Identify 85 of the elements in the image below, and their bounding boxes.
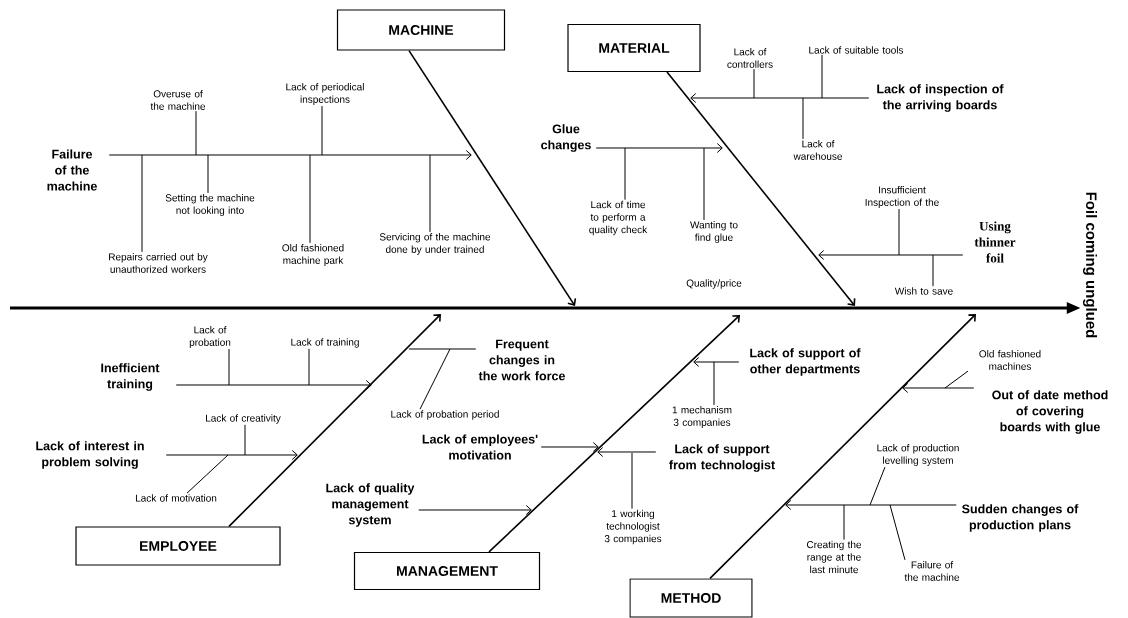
branch-line <box>309 154 311 244</box>
cause-arrow <box>902 383 975 393</box>
cause-arrow <box>595 143 723 153</box>
branch-line <box>419 348 451 410</box>
branch-line <box>802 97 804 140</box>
branch-line <box>889 504 906 561</box>
cause-label: Lack of inspection of the arriving boards <box>877 84 1004 112</box>
cause-label: Out of date method of covering boards with glue <box>992 390 1108 434</box>
branch-line <box>429 154 431 233</box>
cause-label: Lack of support of other departments <box>750 348 861 376</box>
sub-cause-label: Lack of periodical inspections <box>286 83 364 105</box>
cause-label: Frequent changes in the work force <box>478 339 565 381</box>
branch-line <box>244 424 246 456</box>
sub-cause-label: Wish to save <box>894 287 953 295</box>
cause-label: Lack of interest in problem solving <box>36 441 144 469</box>
cause-arrow <box>165 450 298 460</box>
sub-cause-label: Overuse of the machine <box>150 90 206 110</box>
cause-arrow <box>597 447 657 457</box>
bone-arrow <box>709 314 976 580</box>
sub-cause-label: Failure of the machine <box>904 561 960 581</box>
branch-line <box>186 454 229 494</box>
category-box: MATERIAL <box>567 23 701 73</box>
sub-cause-label: Old fashioned machines <box>979 350 1041 370</box>
sub-cause-label: Lack of probation period <box>391 410 499 420</box>
bone-arrow <box>488 315 740 553</box>
category-box: EMPLOYEE <box>75 526 281 566</box>
branch-line <box>624 147 626 201</box>
effect-label: Foil coming unglued <box>1082 192 1097 338</box>
branch-line <box>843 504 845 541</box>
sub-cause-label: Wanting to find glue <box>690 221 738 243</box>
branch-line <box>321 105 323 156</box>
sub-cause-label: 1 working technologist 3 companies <box>604 509 662 545</box>
sub-cause-label: Lack of production levelling system <box>877 444 959 466</box>
cause-label: Lack of support from technologist <box>669 444 775 472</box>
bone-arrow <box>408 49 577 306</box>
branch-line <box>713 361 715 406</box>
branch-line <box>869 466 886 506</box>
branch-line <box>631 452 633 510</box>
cause-arrow <box>108 150 472 160</box>
branch-line <box>228 348 230 386</box>
branch-line <box>944 370 969 389</box>
sub-cause-label: Old fashioned machine park <box>282 244 344 266</box>
cause-label: Inefficient training <box>101 363 160 391</box>
cause-label: Using thinner foil <box>974 221 1016 263</box>
bone-arrow <box>228 314 441 528</box>
cause-label: Sudden changes of production plans <box>962 504 1079 532</box>
cause-label: Lack of employees' motivation <box>422 434 538 460</box>
branch-line <box>308 348 310 386</box>
cause-arrow <box>418 505 532 515</box>
sub-cause-label: Insufficient Inspection of the <box>865 186 939 208</box>
sub-cause-label: Lack of suitable tools <box>809 46 904 54</box>
sub-cause-label: Lack of probation <box>189 326 231 348</box>
cause-label: Failure of the machine <box>47 149 97 191</box>
sub-cause-label: Repairs carried out by unauthorized workers <box>109 253 208 273</box>
sub-cause-label: Setting the machine not looking into <box>165 194 255 216</box>
sub-cause-label: Lack of controllers <box>727 48 773 68</box>
branch-line <box>207 154 209 194</box>
branch-line <box>821 54 823 99</box>
note-label: Quality/price <box>686 279 742 289</box>
category-box: MANAGEMENT <box>353 551 541 591</box>
sub-cause-label: Lack of training <box>291 338 359 348</box>
bone-arrow <box>666 71 856 306</box>
branch-line <box>141 154 143 253</box>
cause-arrow <box>818 250 964 260</box>
cause-arrow <box>785 500 957 510</box>
category-box: METHOD <box>629 578 753 618</box>
sub-cause-label: Lack of warehouse <box>793 140 842 160</box>
cause-label: Glue changes <box>541 124 591 152</box>
sub-cause-label: Lack of creativity <box>206 414 281 424</box>
cause-arrow <box>540 442 599 452</box>
cause-arrow <box>175 380 372 390</box>
sub-cause-label: Lack of motivation <box>135 494 217 502</box>
branch-line <box>932 254 934 287</box>
cause-arrow <box>690 93 870 103</box>
sub-cause-label: 1 mechanism 3 companies <box>672 406 732 428</box>
sub-cause-label: Lack of time to perform a quality check <box>589 200 648 236</box>
branch-line <box>703 147 705 221</box>
category-box: MACHINE <box>336 9 506 51</box>
branch-line <box>898 208 900 256</box>
sub-cause-label: Servicing of the machine done by under trained <box>379 233 491 255</box>
branch-line <box>753 68 755 99</box>
branch-line <box>195 110 197 156</box>
sub-cause-label: Creating the range at the last minute <box>807 540 862 574</box>
cause-label: Lack of quality management system <box>326 483 415 527</box>
cause-arrow <box>693 357 740 367</box>
